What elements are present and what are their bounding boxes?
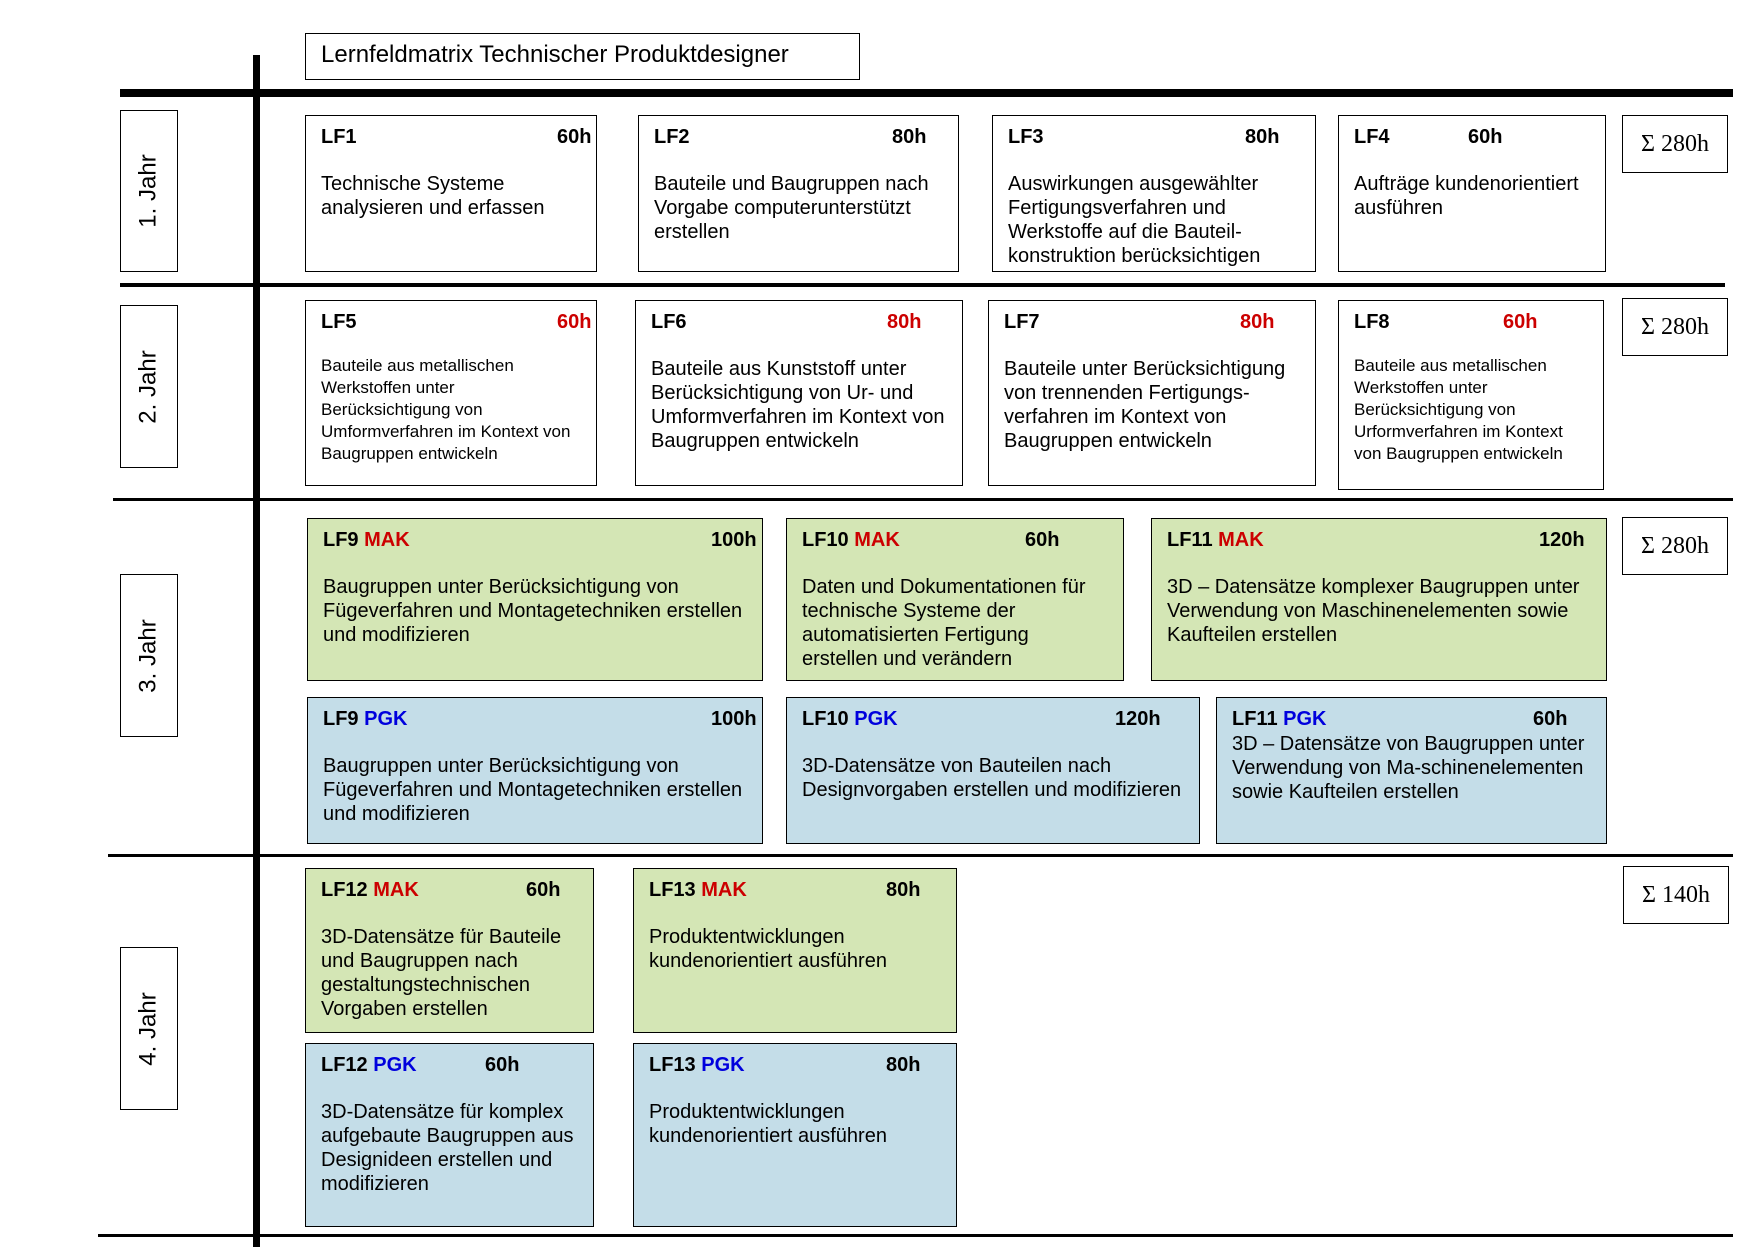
divider-year-3-4 xyxy=(108,854,1733,857)
year-label-3: 3. Jahr xyxy=(120,574,178,737)
page-title: Lernfeldmatrix Technischer Produktdesign… xyxy=(305,33,860,80)
year-label-1: 1. Jahr xyxy=(120,110,178,272)
sum-year-2: Σ 280h xyxy=(1622,298,1728,356)
bottom-divider xyxy=(98,1234,1733,1237)
vertical-axis-line xyxy=(253,55,260,1247)
year-label-2: 2. Jahr xyxy=(120,305,178,468)
header-divider xyxy=(120,89,1733,97)
sum-year-3: Σ 280h xyxy=(1622,517,1728,575)
divider-year-1-2 xyxy=(120,283,1725,287)
year-label-4: 4. Jahr xyxy=(120,947,178,1110)
sum-year-1: Σ 280h xyxy=(1622,115,1728,173)
divider-year-2-3 xyxy=(113,498,1733,501)
sum-year-4: Σ 140h xyxy=(1623,866,1729,924)
